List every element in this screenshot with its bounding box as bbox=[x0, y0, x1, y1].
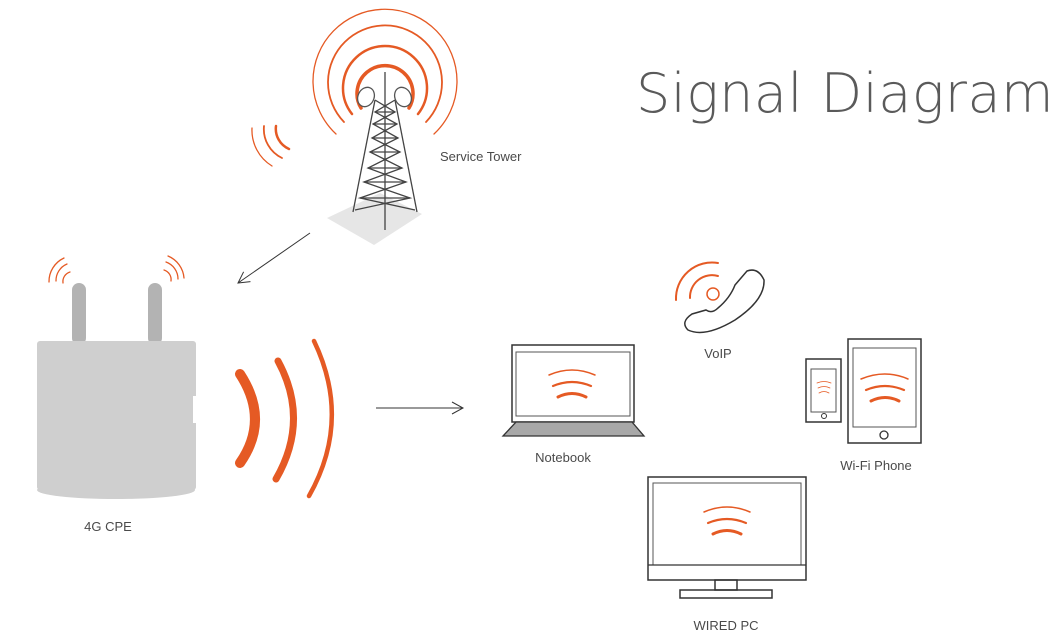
wired-pc-label: WIRED PC bbox=[694, 618, 759, 633]
laptop-icon bbox=[501, 344, 646, 437]
arrow-tower-to-cpe bbox=[237, 232, 311, 284]
router-icon bbox=[37, 255, 197, 499]
tower-label: Service Tower bbox=[440, 149, 522, 164]
wifi-phone-label: Wi-Fi Phone bbox=[840, 458, 912, 473]
monitor-icon bbox=[647, 476, 807, 599]
notebook-label: Notebook bbox=[535, 450, 591, 465]
wifi-broadcast-icon bbox=[235, 338, 335, 499]
smartphone-tablet-icon bbox=[805, 338, 922, 444]
voip-label: VoIP bbox=[704, 346, 731, 361]
signal-waves-icon bbox=[251, 124, 291, 167]
phone-handset-icon bbox=[674, 261, 765, 334]
page-title: Signal Diagram bbox=[636, 62, 1054, 125]
cell-tower-icon bbox=[312, 8, 458, 245]
cpe-label: 4G CPE bbox=[84, 519, 132, 534]
